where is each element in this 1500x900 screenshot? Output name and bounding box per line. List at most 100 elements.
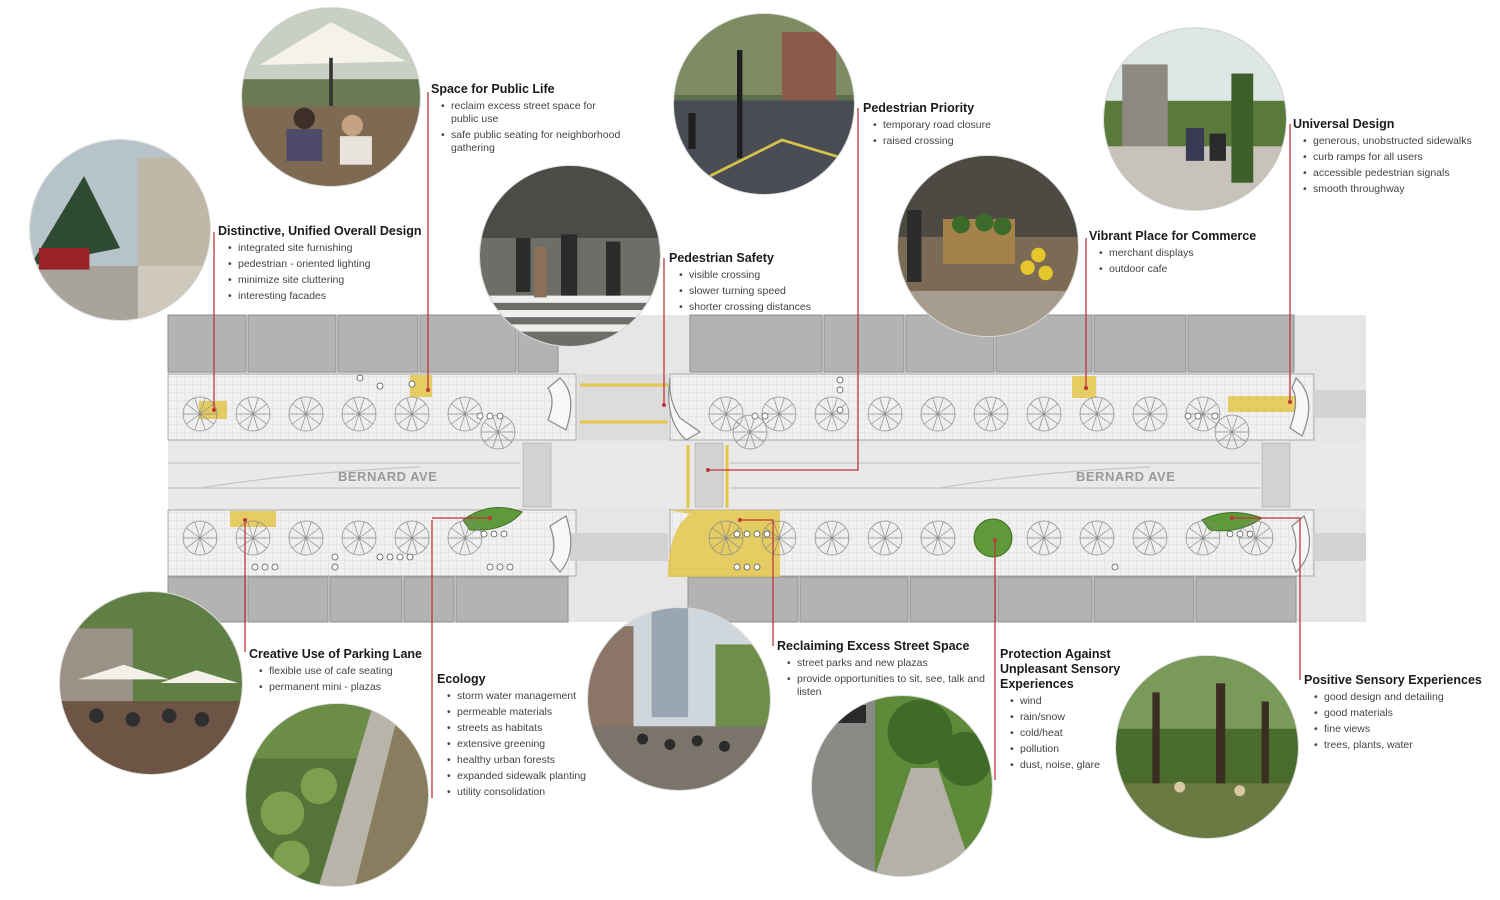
callout-item: flexible use of cafe seating [259, 665, 439, 678]
callout-item: utility consolidation [447, 786, 607, 799]
tree-symbol [182, 396, 218, 432]
seat-symbol [376, 553, 384, 561]
tree-symbol [1185, 396, 1221, 432]
tree-symbol [920, 520, 956, 556]
leader-lines [213, 92, 1301, 798]
callout-item: curb ramps for all users [1303, 151, 1473, 164]
crosswalk-right [1261, 442, 1291, 508]
callout-title: Reclaiming Excess Street Space [777, 639, 970, 653]
tree-symbol [341, 396, 377, 432]
callout-pedestrian-safety: Pedestrian Safety visible crossing slowe… [669, 251, 849, 317]
seat-symbol [761, 412, 769, 420]
seat-symbol [1236, 530, 1244, 538]
seat-symbol [490, 530, 498, 538]
callout-item: provide opportunities to sit, see, talk … [787, 673, 992, 699]
seat-symbol [1194, 412, 1202, 420]
seat-symbol [836, 376, 844, 384]
callout-ecology: Ecology storm water management permeable… [437, 672, 607, 802]
seat-symbol [1111, 563, 1119, 571]
tree-symbol [1132, 520, 1168, 556]
photo-plaza-city [588, 608, 770, 790]
seat-symbol [743, 563, 751, 571]
callout-item: generous, unobstructed sidewalks [1303, 135, 1473, 148]
seat-symbol [331, 563, 339, 571]
callout-parking-lane: Creative Use of Parking Lane flexible us… [249, 647, 439, 697]
photo-outdoor-cafe-umbrellas [242, 8, 420, 186]
callout-item: temporary road closure [873, 119, 1033, 132]
callout-title: Ecology [437, 672, 486, 686]
seating [251, 374, 1254, 571]
callout-item: rain/snow [1010, 711, 1125, 724]
photo-street-trees-cars [30, 140, 210, 320]
tree-symbol [341, 520, 377, 556]
street-trees [182, 396, 1274, 556]
callout-item: dust, noise, glare [1010, 759, 1125, 772]
callout-item: good materials [1314, 707, 1494, 720]
callout-title: Pedestrian Safety [669, 251, 774, 265]
seat-symbol [261, 563, 269, 571]
callout-item: interesting facades [228, 290, 438, 303]
callout-item: wind [1010, 695, 1125, 708]
photo-sidewalk-strollers [1104, 28, 1286, 210]
callout-item: permanent mini - plazas [259, 681, 439, 694]
tree-symbol [288, 520, 324, 556]
photo-tree-lined-sidewalk [812, 696, 992, 876]
callout-item: pollution [1010, 743, 1125, 756]
seat-symbol [356, 374, 364, 382]
callout-item: healthy urban forests [447, 754, 607, 767]
photo-park-trees [1116, 656, 1298, 838]
seat-symbol [743, 530, 751, 538]
callout-item: street parks and new plazas [787, 657, 992, 670]
tree-symbol [394, 396, 430, 432]
callout-public-life: Space for Public Life reclaim excess str… [431, 82, 621, 158]
tree-symbol [1079, 520, 1115, 556]
callout-title: Positive Sensory Experiences [1304, 673, 1482, 687]
tree-symbol [973, 396, 1009, 432]
seat-symbol [408, 380, 416, 388]
bernard-ave-road [168, 442, 1366, 508]
seat-symbol [751, 412, 759, 420]
tree-symbol [867, 396, 903, 432]
callout-item: permeable materials [447, 706, 607, 719]
seat-symbol [396, 553, 404, 561]
seat-symbol [836, 386, 844, 394]
seat-symbol [733, 530, 741, 538]
callout-item: cold/heat [1010, 727, 1125, 740]
tree-symbol [708, 396, 744, 432]
tree-symbol [182, 520, 218, 556]
planters [462, 507, 1264, 558]
callout-title: Creative Use of Parking Lane [249, 647, 422, 661]
tree-symbol [288, 396, 324, 432]
tree-symbol [235, 396, 271, 432]
callout-item: good design and detailing [1314, 691, 1494, 704]
tree-symbol [1079, 396, 1115, 432]
tree-symbol [920, 396, 956, 432]
seat-symbol [763, 530, 771, 538]
callout-item: streets as habitats [447, 722, 607, 735]
seat-symbol [1246, 530, 1254, 538]
callout-pedestrian-priority: Pedestrian Priority temporary road closu… [863, 101, 1033, 151]
seat-symbol [486, 563, 494, 571]
tree-symbol [480, 414, 516, 450]
callout-title: Vibrant Place for Commerce [1089, 229, 1257, 243]
callout-commerce: Vibrant Place for Commerce merchant disp… [1089, 229, 1279, 279]
callout-item: pedestrian - oriented lighting [228, 258, 438, 271]
tree-symbol [235, 520, 271, 556]
crosswalk-left [522, 442, 552, 508]
seat-symbol [506, 563, 514, 571]
callout-universal-design: Universal Design generous, unobstructed … [1293, 117, 1473, 199]
seat-symbol [331, 553, 339, 561]
callout-item: storm water management [447, 690, 607, 703]
seat-symbol [376, 382, 384, 390]
tree-symbol [732, 414, 768, 450]
callout-title: Distinctive, Unified Overall Design [218, 224, 422, 238]
callout-item: merchant displays [1099, 247, 1279, 260]
callout-item: slower turning speed [679, 285, 849, 298]
callout-item: shorter crossing distances [679, 301, 849, 314]
seat-symbol [480, 530, 488, 538]
callout-item: accessible pedestrian signals [1303, 167, 1473, 180]
crosswalk-mid [694, 442, 724, 508]
seat-symbol [271, 563, 279, 571]
photo-flower-merchant [898, 156, 1078, 336]
seat-symbol [486, 412, 494, 420]
